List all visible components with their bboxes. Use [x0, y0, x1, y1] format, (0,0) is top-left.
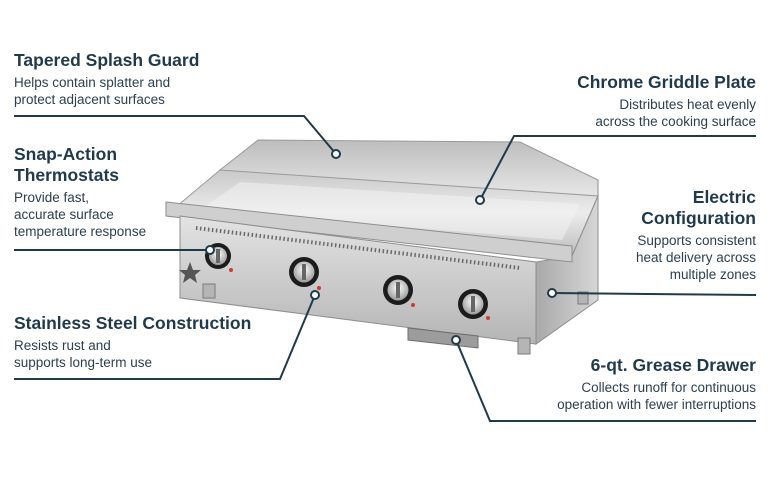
front-lip: [165, 201, 573, 263]
callout-title: Chrome Griddle Plate: [577, 72, 756, 92]
callout-title: 6-qt. Grease Drawer: [590, 355, 756, 375]
callout-griddle-plate: Chrome Griddle Plate Distributes heat ev…: [577, 72, 756, 130]
callout-electric: Electric Configuration Supports consiste…: [636, 187, 756, 283]
thermostat-knob-icon: [458, 289, 488, 319]
grease-drawer: [407, 327, 479, 349]
callout-desc-line: Resists rust and: [14, 338, 111, 353]
thermostat-knob-icon: [289, 257, 319, 287]
callout-desc-line: protect adjacent surfaces: [14, 92, 165, 107]
callout-desc-line: multiple zones: [669, 267, 756, 282]
callout-desc-line: operation with fewer interruptions: [557, 397, 756, 412]
callout-desc-line: temperature response: [14, 224, 147, 239]
callout-desc-line: across the cooking surface: [595, 114, 756, 129]
callout-title: Thermostats: [14, 165, 120, 185]
callout-splash-guard: Tapered Splash Guard Helps contain splat…: [14, 50, 199, 108]
indicator-lights: [229, 268, 490, 320]
callout-grease-drawer: 6-qt. Grease Drawer Collects runoff for …: [557, 355, 756, 413]
leader-lines: [14, 115, 757, 422]
callout-title: Stainless Steel Construction: [14, 313, 252, 333]
vent-slots: [195, 226, 521, 270]
callout-desc-line: accurate surface: [14, 207, 114, 222]
callout-stainless-steel: Stainless Steel Construction Resists rus…: [14, 313, 251, 371]
callout-title: Electric: [692, 187, 756, 207]
callout-desc-line: Supports consistent: [637, 233, 756, 248]
callout-desc-line: Distributes heat evenly: [619, 97, 756, 112]
callout-desc-line: Collects runoff for continuous: [581, 380, 756, 395]
legs: [202, 283, 589, 355]
leader-dots: [205, 149, 557, 345]
thermostat-knob-icon: [383, 275, 413, 305]
callout-desc-line: supports long-term use: [14, 355, 153, 370]
callout-title: Snap-Action: [14, 144, 118, 164]
star-logo-icon: [179, 262, 201, 283]
callout-desc-line: Provide fast,: [14, 190, 90, 205]
callout-desc-line: Helps contain splatter and: [14, 75, 171, 90]
callout-title: Configuration: [641, 208, 756, 228]
callout-desc-line: heat delivery across: [635, 250, 756, 265]
callout-thermostats: Snap-Action Thermostats Provide fast, ac…: [14, 144, 146, 240]
callout-title: Tapered Splash Guard: [14, 50, 200, 70]
